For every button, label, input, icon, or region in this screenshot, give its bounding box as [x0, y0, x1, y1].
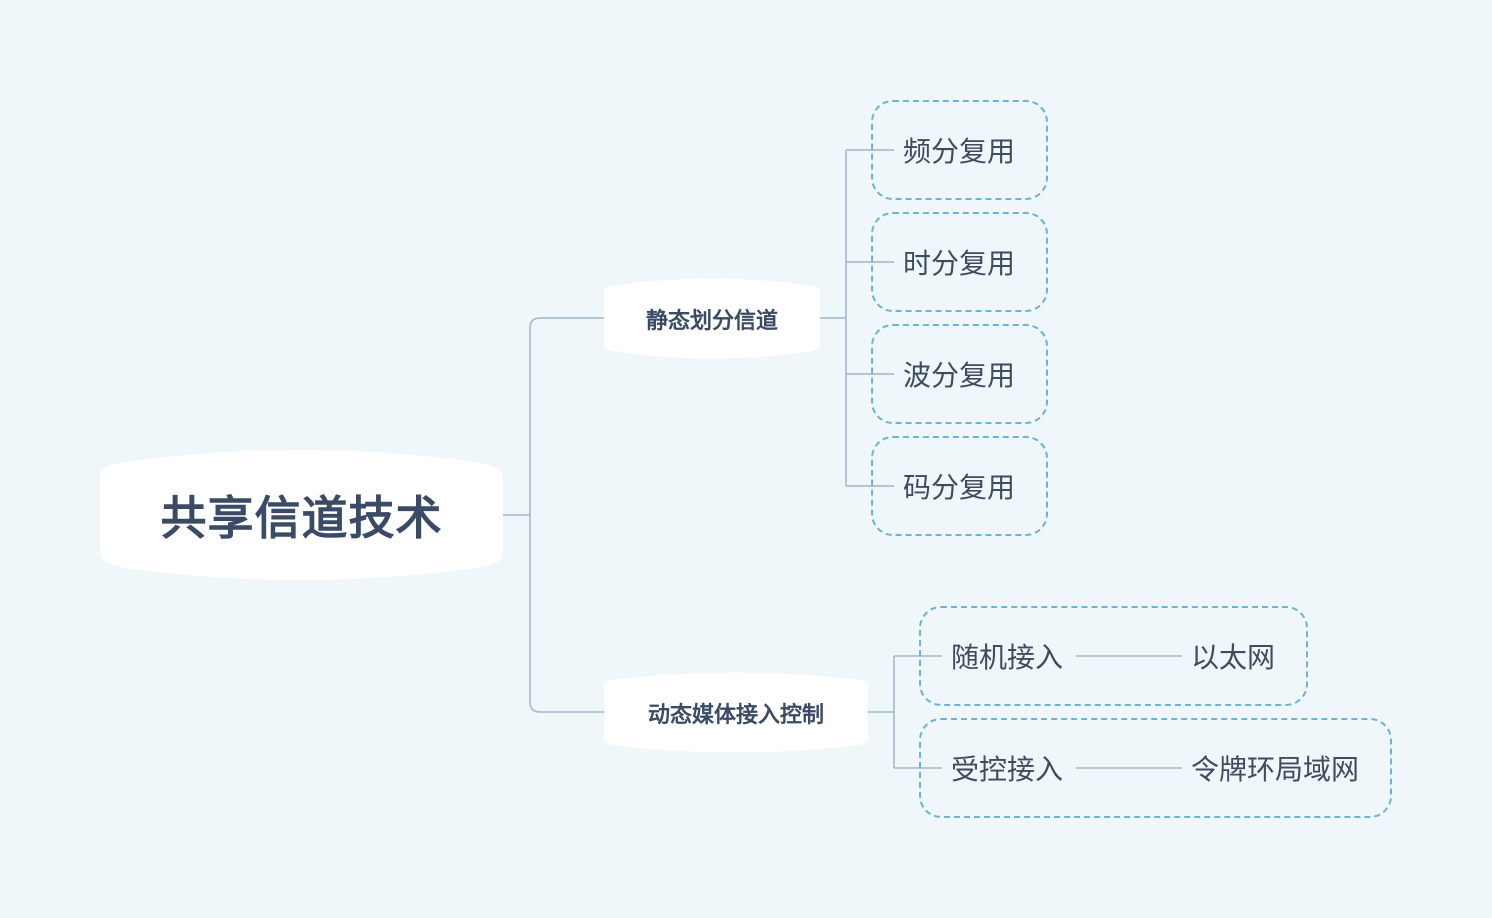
- leaf-label-controlled-access: 受控接入: [951, 753, 1064, 786]
- leaf-label-2: 时分复用: [903, 247, 1016, 280]
- leaf-label-3: 波分复用: [903, 359, 1016, 392]
- branch-label-dynamic: 动态媒体接入控制: [647, 702, 824, 728]
- leaf-group-box-random[interactable]: [919, 606, 1308, 706]
- leaf-node-box-1[interactable]: [871, 100, 1048, 200]
- connector-root-to-dynamic: [529, 515, 604, 713]
- example-label-ethernet: 以太网: [1191, 641, 1276, 674]
- branch-node-shape-static: [604, 278, 820, 359]
- leaf-label-random-access: 随机接入: [951, 641, 1064, 674]
- root-label: 共享信道技术: [160, 491, 443, 545]
- leaf-group-box-controlled[interactable]: [919, 718, 1392, 818]
- branch-node-static[interactable]: 静态划分信道: [604, 285, 820, 352]
- leaf-label-4: 码分复用: [903, 471, 1016, 504]
- branch-label-static: 静态划分信道: [645, 308, 778, 334]
- root-node-shape: [100, 450, 503, 580]
- leaf-label-1: 频分复用: [903, 135, 1016, 168]
- connector-root-to-static: [529, 317, 604, 515]
- leaf-node-box-2[interactable]: [871, 212, 1048, 312]
- branch-node-shape-dynamic: [604, 672, 868, 753]
- leaf-node-box-3[interactable]: [871, 324, 1048, 424]
- leaf-node-box-4[interactable]: [871, 436, 1048, 536]
- root-node[interactable]: 共享信道技术: [100, 462, 503, 568]
- branch-node-dynamic[interactable]: 动态媒体接入控制: [604, 679, 868, 746]
- example-label-token-ring: 令牌环局域网: [1191, 753, 1360, 786]
